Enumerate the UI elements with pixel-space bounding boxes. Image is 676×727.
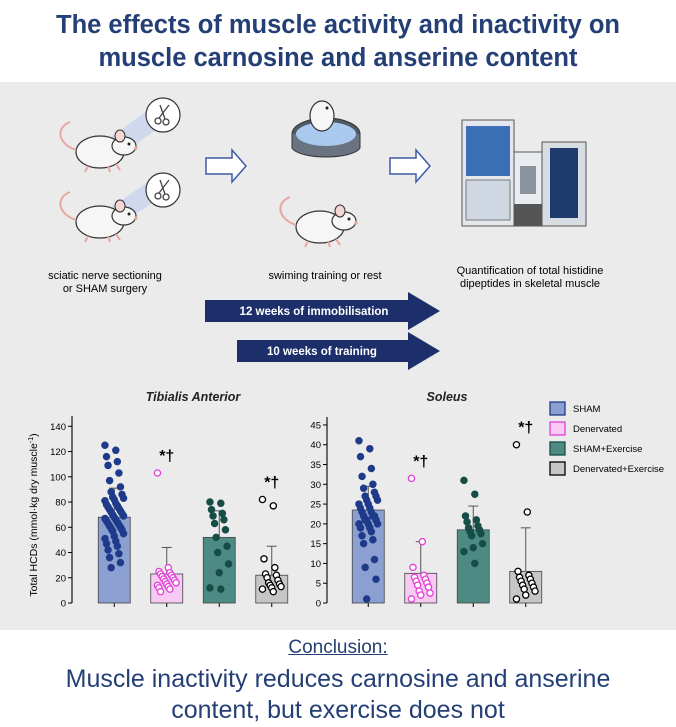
conclusion-section: Conclusion: Muscle inactivity reduces ca… xyxy=(0,630,676,727)
title-banner: The effects of muscle activity and inact… xyxy=(0,0,676,82)
training-label: 10 weeks of training xyxy=(267,346,377,358)
immobilisation-label: 12 weeks of immobilisation xyxy=(240,306,389,318)
content-panel: 12 weeks of immobilisation 10 weeks of t… xyxy=(0,82,676,630)
rat-icon xyxy=(59,97,181,173)
training-arrow xyxy=(237,332,440,370)
step1-caption: sciatic nerve sectioning or SHAM surgery xyxy=(30,270,180,296)
step1-caption-line2: or SHAM surgery xyxy=(62,283,148,295)
title-line-1: The effects of muscle activity and inact… xyxy=(56,11,620,39)
arrow-right-icon xyxy=(389,148,431,184)
arrow-right-icon xyxy=(205,148,247,184)
rat-icon xyxy=(279,196,359,248)
swimming-rat-icon xyxy=(291,100,361,158)
immobilisation-arrow xyxy=(205,292,440,330)
conclusion-heading: Conclusion: xyxy=(288,637,388,658)
conclusion-text: Muscle inactivity reduces carnosine and … xyxy=(0,660,676,726)
step3-caption-line2: dipeptides in skeletal muscle xyxy=(459,278,601,290)
step2-caption: swiming training or rest xyxy=(268,270,382,282)
conclusion-line-2: content, but exercise does not xyxy=(171,696,505,724)
scissors-icon xyxy=(145,172,181,208)
chromatography-instrument-icon xyxy=(461,119,587,227)
workflow-illustration: 12 weeks of immobilisation 10 weeks of t… xyxy=(59,97,587,370)
rat-icon xyxy=(59,172,181,243)
step3-caption-line1: Quantification of total histidine xyxy=(456,265,604,277)
step1-caption-line1: sciatic nerve sectioning xyxy=(48,270,162,282)
title-line-2: muscle carnosine and anserine content xyxy=(98,44,578,72)
scissors-icon xyxy=(145,97,181,133)
step3-caption: Quantification of total histidine dipept… xyxy=(440,265,620,291)
conclusion-line-1: Muscle inactivity reduces carnosine and … xyxy=(65,665,611,693)
